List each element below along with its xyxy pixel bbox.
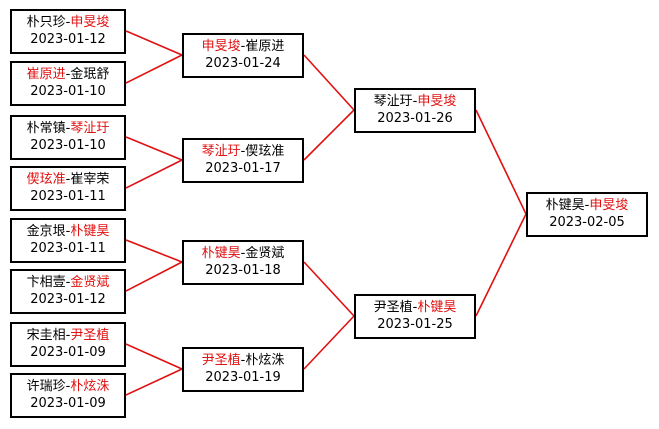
separator: - — [65, 15, 71, 30]
match-box-r2m2: 琴沚玗-偰玹准 2023-01-17 — [182, 138, 304, 183]
player-1: 朴常镇 — [26, 121, 66, 136]
player-1: 朴键昊 — [201, 246, 241, 261]
player-1: 朴键昊 — [545, 198, 585, 213]
match-box-r1m7: 宋圭相-尹圣植 2023-01-09 — [10, 322, 126, 367]
player-2: 申旻埈 — [70, 15, 110, 30]
separator: - — [65, 328, 71, 343]
player-1: 金京垠 — [26, 224, 66, 239]
separator: - — [240, 144, 246, 159]
match-box-r1m4: 偰玹准-崔宰荣 2023-01-11 — [10, 166, 126, 211]
match-date: 2023-01-17 — [205, 161, 281, 176]
separator: - — [412, 94, 418, 109]
player-2: 金珉舒 — [70, 67, 110, 82]
match-box-r2m4: 尹圣植-朴炫洙 2023-01-19 — [182, 347, 304, 392]
player-1: 琴沚玗 — [373, 94, 413, 109]
match-date: 2023-01-19 — [205, 370, 281, 385]
player-1: 尹圣植 — [201, 353, 241, 368]
player-2: 朴键昊 — [70, 224, 110, 239]
connector-r1m1-r2m1 — [125, 30, 183, 56]
connector-r2m2-r3m1 — [303, 109, 355, 161]
match-date: 2023-02-05 — [549, 215, 625, 230]
connector-r1m6-r2m3 — [125, 261, 183, 292]
match-date: 2023-01-18 — [205, 263, 281, 278]
player-1: 朴只珍 — [26, 15, 66, 30]
separator: - — [65, 275, 71, 290]
match-date: 2023-01-24 — [205, 56, 281, 71]
match-box-r1m3: 朴常镇-琴沚玗 2023-01-10 — [10, 115, 126, 160]
match-box-r1m8: 许瑞珍-朴炫洙 2023-01-09 — [10, 373, 126, 418]
match-box-r1m1: 朴只珍-申旻埈 2023-01-12 — [10, 9, 126, 54]
player-2: 琴沚玗 — [70, 121, 110, 136]
player-2: 尹圣植 — [70, 328, 110, 343]
player-1: 尹圣植 — [373, 300, 413, 315]
separator: - — [240, 39, 246, 54]
connector-r2m4-r3m2 — [303, 315, 355, 370]
connector-r1m2-r2m1 — [125, 54, 183, 84]
match-date: 2023-01-25 — [377, 317, 453, 332]
connector-r2m1-r3m1 — [303, 54, 355, 111]
connector-r1m5-r2m3 — [125, 239, 183, 263]
separator: - — [65, 379, 71, 394]
match-box-r3m1: 琴沚玗-申旻埈 2023-01-26 — [354, 88, 476, 133]
separator: - — [240, 246, 246, 261]
separator: - — [65, 67, 71, 82]
connector-r1m4-r2m2 — [125, 159, 183, 189]
player-2: 朴炫洙 — [245, 353, 285, 368]
separator: - — [65, 172, 71, 187]
match-box-final: 朴键昊-申旻埈 2023-02-05 — [526, 192, 648, 237]
player-2: 偰玹准 — [245, 144, 285, 159]
match-box-r1m6: 卞相壹-金贤斌 2023-01-12 — [10, 269, 126, 314]
player-1: 许瑞珍 — [26, 379, 66, 394]
connector-r1m8-r2m4 — [125, 368, 183, 396]
player-2: 申旻埈 — [589, 198, 629, 213]
separator: - — [65, 121, 71, 136]
match-date: 2023-01-11 — [30, 241, 106, 256]
player-2: 崔原进 — [245, 39, 285, 54]
player-2: 朴炫洙 — [70, 379, 110, 394]
connector-r3m1-final — [475, 109, 527, 215]
connector-r1m7-r2m4 — [125, 343, 183, 370]
match-box-r1m5: 金京垠-朴键昊 2023-01-11 — [10, 218, 126, 263]
match-box-r2m3: 朴键昊-金贤斌 2023-01-18 — [182, 240, 304, 285]
player-1: 申旻埈 — [201, 39, 241, 54]
match-date: 2023-01-12 — [30, 32, 106, 47]
player-2: 金贤斌 — [70, 275, 110, 290]
player-1: 琴沚玗 — [201, 144, 241, 159]
connector-r2m3-r3m2 — [303, 261, 355, 317]
match-box-r2m1: 申旻埈-崔原进 2023-01-24 — [182, 33, 304, 78]
match-date: 2023-01-12 — [30, 292, 106, 307]
connector-r1m3-r2m2 — [125, 136, 183, 161]
player-2: 崔宰荣 — [70, 172, 110, 187]
match-date: 2023-01-09 — [30, 345, 106, 360]
match-date: 2023-01-26 — [377, 111, 453, 126]
match-box-r3m2: 尹圣植-朴键昊 2023-01-25 — [354, 294, 476, 339]
separator: - — [584, 198, 590, 213]
match-box-r1m2: 崔原进-金珉舒 2023-01-10 — [10, 61, 126, 106]
player-1: 宋圭相 — [26, 328, 66, 343]
separator: - — [65, 224, 71, 239]
match-date: 2023-01-11 — [30, 189, 106, 204]
match-date: 2023-01-09 — [30, 396, 106, 411]
player-2: 朴键昊 — [417, 300, 457, 315]
player-1: 偰玹准 — [26, 172, 66, 187]
match-date: 2023-01-10 — [30, 84, 106, 99]
player-2: 金贤斌 — [245, 246, 285, 261]
connector-r3m2-final — [475, 213, 527, 317]
match-date: 2023-01-10 — [30, 138, 106, 153]
player-2: 申旻埈 — [417, 94, 457, 109]
player-1: 卞相壹 — [26, 275, 66, 290]
player-1: 崔原进 — [26, 67, 66, 82]
separator: - — [240, 353, 246, 368]
separator: - — [412, 300, 418, 315]
